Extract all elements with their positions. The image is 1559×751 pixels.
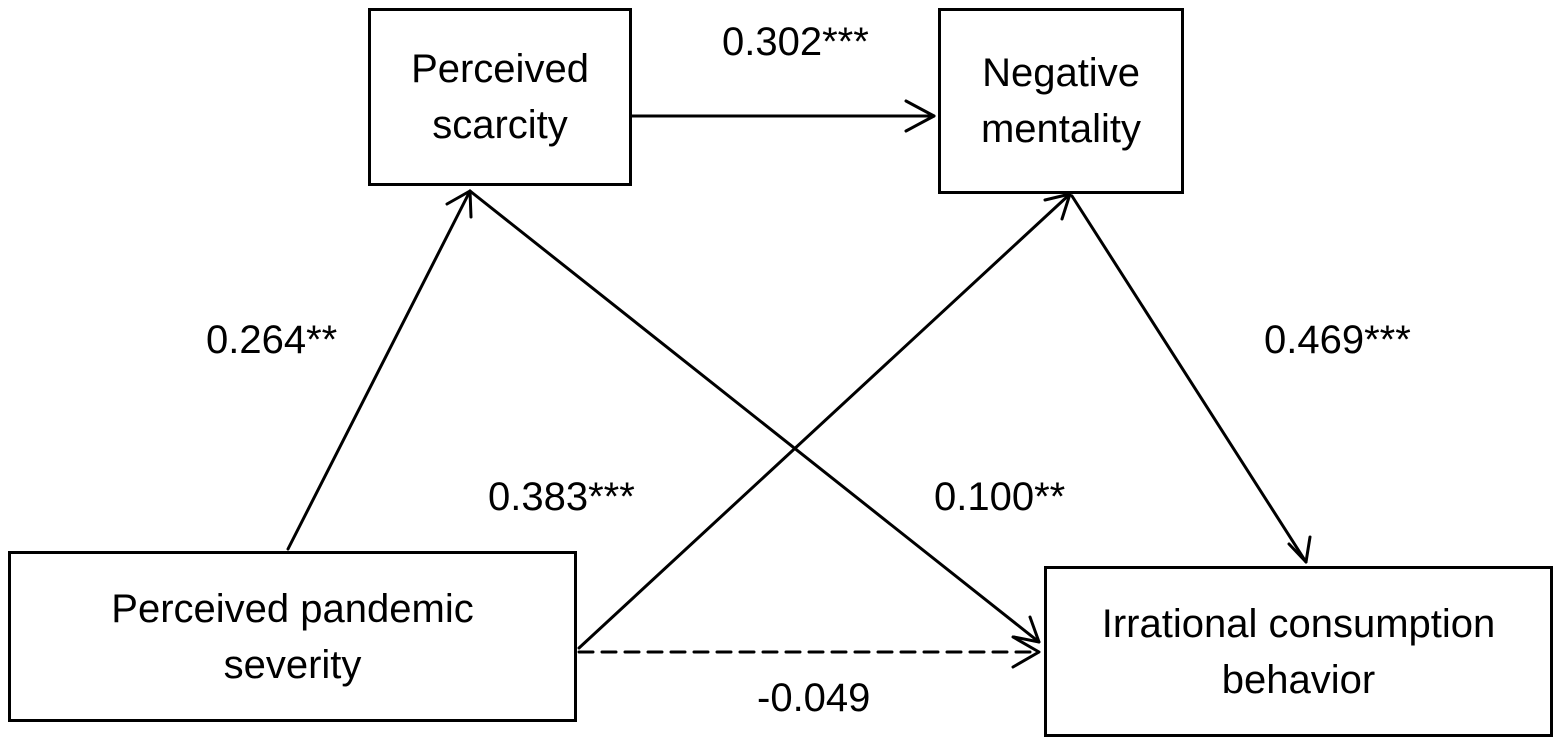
node-label-line2: behavior (1221, 657, 1376, 702)
coefficient-scarcity-to-mentality: 0.302*** (722, 20, 869, 64)
arrow-mentality-to-irrational (1070, 194, 1312, 564)
arrow-scarcity-to-irrational (468, 189, 1041, 644)
node-label-line2: mentality (980, 107, 1142, 151)
coefficient-mentality-to-irrational: 0.469*** (1264, 318, 1411, 362)
node-negative-mentality: Negative mentality (938, 8, 1184, 194)
coefficient-severity-to-mentality: 0.383*** (488, 475, 635, 519)
node-label-line1: Perceived pandemic (111, 586, 474, 631)
coefficient-severity-to-irrational: -0.049 (757, 676, 871, 720)
node-label-line1: Negative (982, 51, 1140, 95)
node-label-line2: severity (223, 642, 362, 687)
node-irrational-consumption-behavior: Irrational consumption behavior (1044, 566, 1553, 737)
node-label-line2: scarcity (432, 103, 568, 147)
arrow-severity-to-irrational-dashed (577, 635, 1041, 669)
coefficient-severity-to-scarcity: 0.264** (206, 318, 338, 362)
arrow-severity-to-mentality (577, 192, 1072, 650)
node-label-line1: Perceived (411, 47, 589, 91)
node-perceived-scarcity: Perceived scarcity (368, 8, 632, 186)
coefficient-scarcity-to-irrational: 0.100** (934, 475, 1066, 519)
node-label-line1: Irrational consumption (1101, 601, 1496, 646)
arrow-severity-to-scarcity (286, 189, 473, 551)
arrow-scarcity-to-mentality (630, 99, 936, 133)
node-perceived-pandemic-severity: Perceived pandemic severity (8, 551, 577, 722)
